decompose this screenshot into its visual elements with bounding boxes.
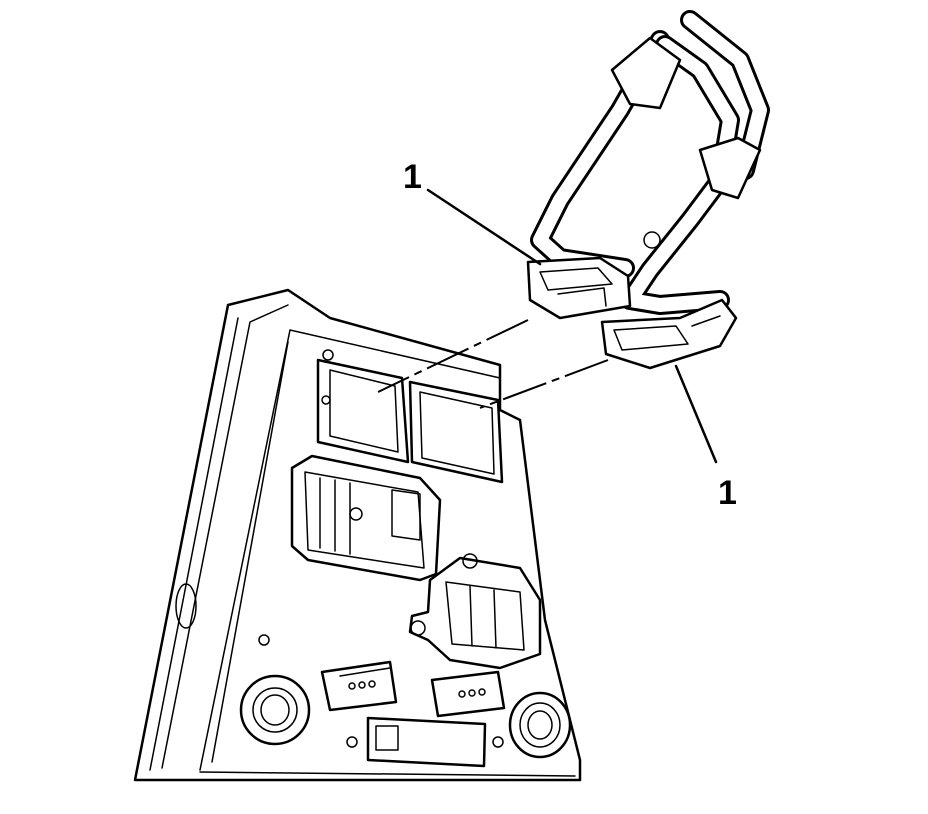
module-housing (133, 288, 582, 782)
small-connector-left (320, 660, 398, 712)
mount-hole (492, 736, 504, 748)
install-guide-line-upper (377, 319, 529, 393)
module-socket-left (316, 349, 410, 464)
bottom-port-right (508, 691, 572, 759)
callout-1-lower: 1 (718, 474, 737, 512)
module-main-connector (290, 454, 442, 582)
harness-connector-lower (600, 298, 738, 370)
install-guide-line-lower (479, 359, 609, 409)
callout-leader-upper (426, 188, 542, 266)
harness-connector-upper (526, 256, 632, 320)
mount-hole (258, 634, 270, 646)
mount-hole (346, 736, 358, 748)
module-socket-right (408, 380, 504, 484)
bottom-port-left (239, 674, 311, 746)
label-plate (366, 716, 487, 768)
module-sealed-cover (408, 553, 542, 670)
callout-1-upper: 1 (403, 158, 422, 196)
callout-leader-lower (674, 364, 718, 464)
small-connector-right (430, 670, 506, 718)
